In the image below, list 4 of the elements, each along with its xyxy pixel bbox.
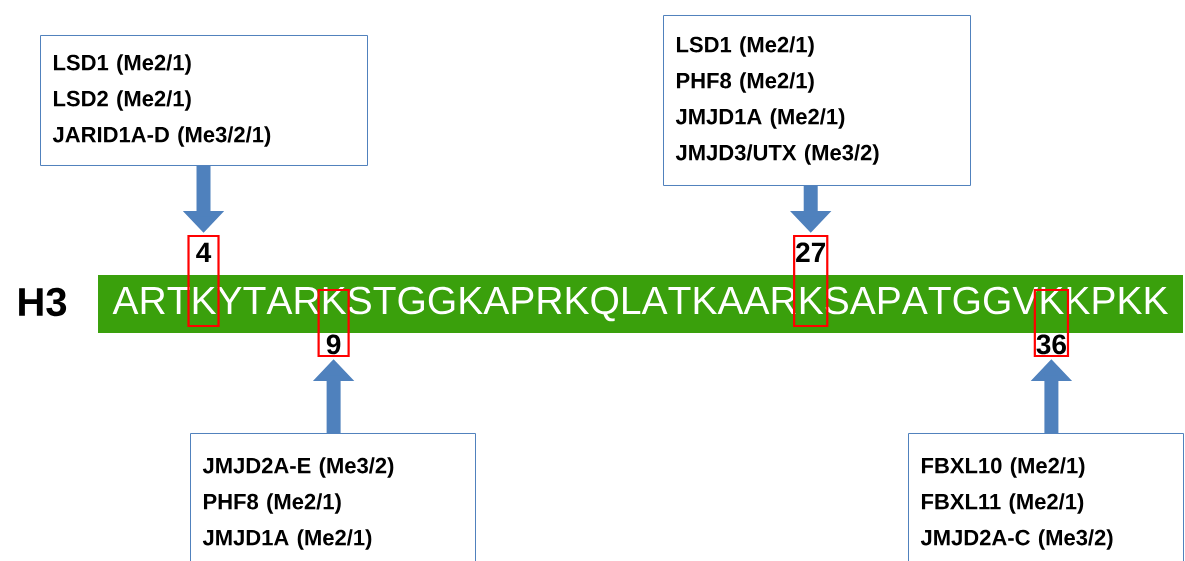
enzyme-box: JMJD2A-E (Me3/2) PHF8 (Me2/1) JMJD1A (Me2/1) <box>190 433 476 561</box>
enzyme-box: LSD1 (Me2/1) LSD2 (Me2/1) JARID1A-D (Me3/2/1) <box>40 35 368 166</box>
enzyme-box: LSD1 (Me2/1) PHF8 (Me2/1) JMJD1A (Me2/1) JMJD3/UTX (Me3/2) <box>663 15 971 186</box>
enzyme-box: FBXL10 (Me2/1) FBXL11 (Me2/1) JMJD2A-C (Me3/2) <box>908 433 1184 561</box>
